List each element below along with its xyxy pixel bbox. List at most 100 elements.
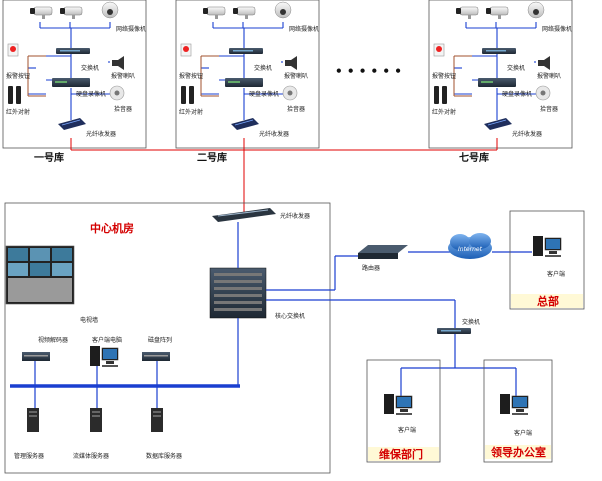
label-alarm-button: 报警按钮: [179, 72, 203, 80]
label-infrared: 红外对射: [6, 108, 30, 116]
video-wall: [5, 245, 75, 305]
client-pc-icon: [89, 345, 119, 368]
label-nvr: 硬盘录像机: [502, 90, 532, 98]
alarm-button-icon: [433, 43, 445, 57]
label-alarm-button: 报警按钮: [6, 72, 30, 80]
branch-switch-label: 交换机: [462, 318, 480, 326]
warehouse-2-name: 二号库: [197, 151, 227, 164]
warehouse-1: [2, 0, 147, 149]
label-infrared: 红外对射: [179, 108, 203, 116]
alarm-horn-icon: [538, 56, 550, 70]
label-switch: 交换机: [254, 64, 272, 72]
warehouse-7-name: 七号库: [459, 151, 489, 164]
fiber-converter-icon: [483, 117, 513, 131]
router-label: 路由器: [362, 264, 380, 272]
switch-icon: [482, 48, 516, 54]
maintenance-client-label: 客户端: [398, 426, 416, 434]
db-server-icon: [151, 408, 163, 432]
maintenance-frame: [366, 359, 441, 463]
leader-frame: [483, 359, 553, 463]
alarm-horn-icon: [285, 56, 297, 70]
dome-camera-icon: [274, 1, 292, 19]
disk-array-label: 磁盘阵列: [148, 336, 172, 344]
mgmt-server-icon: [27, 408, 39, 432]
pickup-mic-icon: [109, 85, 125, 101]
dome-camera-icon: [527, 1, 545, 19]
ellipsis-dots: • • • • • •: [335, 64, 402, 78]
bullet-camera-icon: [485, 6, 509, 20]
warehouse-devices-2: 网络摄像机交换机报警按钮报警喇叭硬盘录像机红外对射拾音器光纤收发器: [432, 1, 572, 138]
stream-server-label: 流媒体服务器: [73, 452, 109, 460]
label-infrared: 红外对射: [432, 108, 456, 116]
core-switch-label: 核心交换机: [275, 312, 305, 320]
alarm-horn-icon: [112, 56, 124, 70]
mgmt-server-label: 管理服务器: [14, 452, 44, 460]
infrared-beam-icon: [8, 86, 21, 104]
nvr-icon: [52, 78, 90, 87]
maintenance-client-icon: [383, 393, 413, 416]
switch-icon: [56, 48, 90, 54]
client-pc-label: 客户端电脑: [92, 336, 122, 344]
video-wall-label: 电视墙: [80, 316, 98, 324]
maintenance-title-bg: [368, 447, 439, 461]
alarm-button-icon: [7, 43, 19, 57]
label-pickup: 拾音器: [540, 105, 558, 113]
label-fiber: 光纤收发器: [259, 130, 289, 138]
hq-title: 总部: [537, 294, 559, 308]
branch-switch-icon: [437, 328, 471, 334]
bullet-camera-icon: [455, 6, 479, 20]
hq-title-bg: [511, 294, 583, 308]
maintenance-title: 维保部门: [379, 447, 423, 461]
branch-links: [400, 334, 517, 396]
core-switch: [209, 267, 267, 319]
router: [358, 245, 408, 259]
db-server-label: 数据库服务器: [146, 452, 182, 460]
label-pickup: 拾音器: [287, 105, 305, 113]
hq-client-label: 客户端: [547, 270, 565, 278]
center-room-title: 中心机房: [90, 221, 134, 235]
switch-icon: [229, 48, 263, 54]
label-camera: 网络摄像机: [542, 25, 572, 33]
center-fiber-converter: [212, 208, 276, 222]
label-nvr: 硬盘录像机: [249, 90, 279, 98]
bullet-camera-icon: [59, 6, 83, 20]
stream-server-icon: [90, 408, 102, 432]
nvr-icon: [478, 78, 516, 87]
leader-client-icon: [499, 393, 529, 416]
label-alarm-button: 报警按钮: [432, 72, 456, 80]
warehouse-2-frame: [175, 0, 320, 149]
label-switch: 交换机: [81, 64, 99, 72]
nvr-icon: [225, 78, 263, 87]
video-decoder-icon: [22, 352, 50, 361]
infrared-beam-icon: [434, 86, 447, 104]
label-camera: 网络摄像机: [116, 25, 146, 33]
label-pickup: 拾音器: [114, 105, 132, 113]
center-room-frame: [4, 202, 331, 474]
label-switch: 交换机: [507, 64, 525, 72]
warehouse-1-name: 一号库: [34, 151, 64, 164]
bullet-camera-icon: [232, 6, 256, 20]
label-alarm-horn: 报警喇叭: [111, 72, 135, 80]
fiber-backbone: [70, 138, 498, 213]
warehouse-7: [428, 0, 573, 149]
label-alarm-horn: 报警喇叭: [284, 72, 308, 80]
fiber-converter-icon: [57, 117, 87, 131]
center-fiber-label: 光纤收发器: [280, 212, 310, 220]
leader-title-bg: [485, 445, 551, 459]
leader-title: 领导办公室: [490, 445, 546, 459]
warehouse-2: [175, 0, 320, 149]
bullet-camera-icon: [202, 6, 226, 20]
pickup-mic-icon: [282, 85, 298, 101]
warehouse-devices-0: 网络摄像机交换机报警按钮报警喇叭硬盘录像机红外对射拾音器光纤收发器: [6, 1, 146, 138]
warehouse-1-frame: [2, 0, 147, 149]
video-decoder-label: 视频解码器: [38, 336, 68, 344]
label-nvr: 硬盘录像机: [76, 90, 106, 98]
pickup-mic-icon: [535, 85, 551, 101]
infrared-beam-icon: [181, 86, 194, 104]
label-alarm-horn: 报警喇叭: [537, 72, 561, 80]
hq-client-icon: [532, 235, 562, 258]
label-camera: 网络摄像机: [289, 25, 319, 33]
